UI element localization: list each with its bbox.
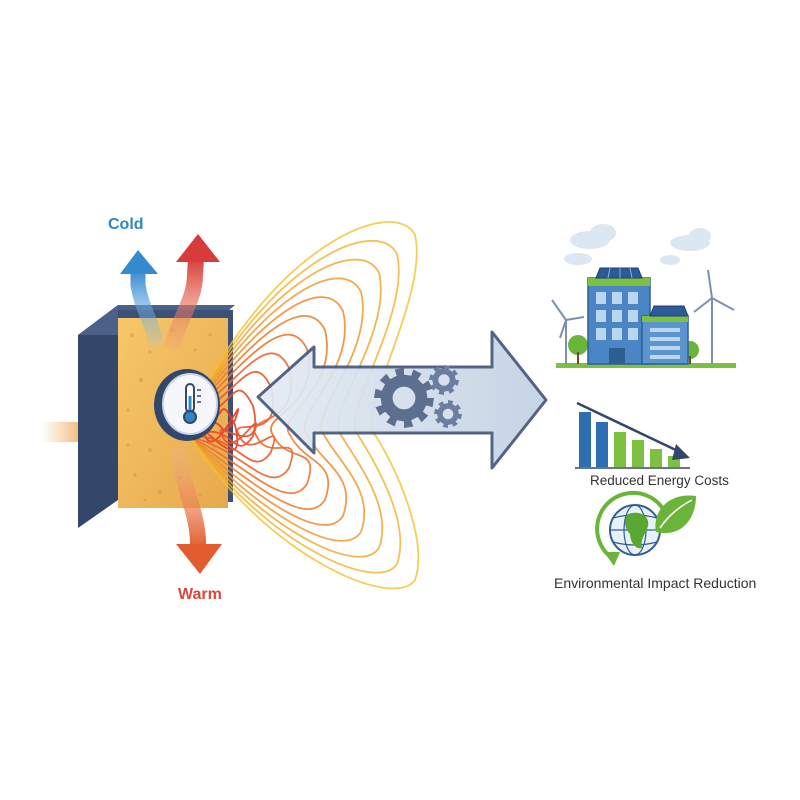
thermal-wave-line — [189, 371, 276, 463]
environmental-impact-label: Environmental Impact Reduction — [554, 575, 757, 591]
warm-airflow-arrow — [171, 447, 222, 574]
thermal-wave-line — [189, 389, 258, 447]
green-buildings-icon — [551, 224, 736, 368]
gears-icon — [374, 365, 462, 428]
cold-airflow-arrow — [120, 250, 164, 347]
gear-hub — [392, 386, 416, 410]
thermal-wave-line — [189, 315, 330, 511]
reduced-energy-costs-label: Reduced Energy Costs — [590, 473, 729, 488]
thermal-wave-line — [189, 352, 294, 479]
cold-label: Cold — [108, 216, 144, 233]
hot-airflow-arrow — [164, 234, 220, 350]
declining-bar-chart-icon — [575, 401, 690, 469]
thermal-wave-line — [189, 333, 312, 495]
gear-hub — [442, 408, 454, 420]
globe-leaf-icon — [595, 490, 696, 566]
warm-label: Warm — [178, 586, 222, 603]
thermometer-icon — [154, 369, 220, 441]
gear-hub — [438, 374, 450, 386]
